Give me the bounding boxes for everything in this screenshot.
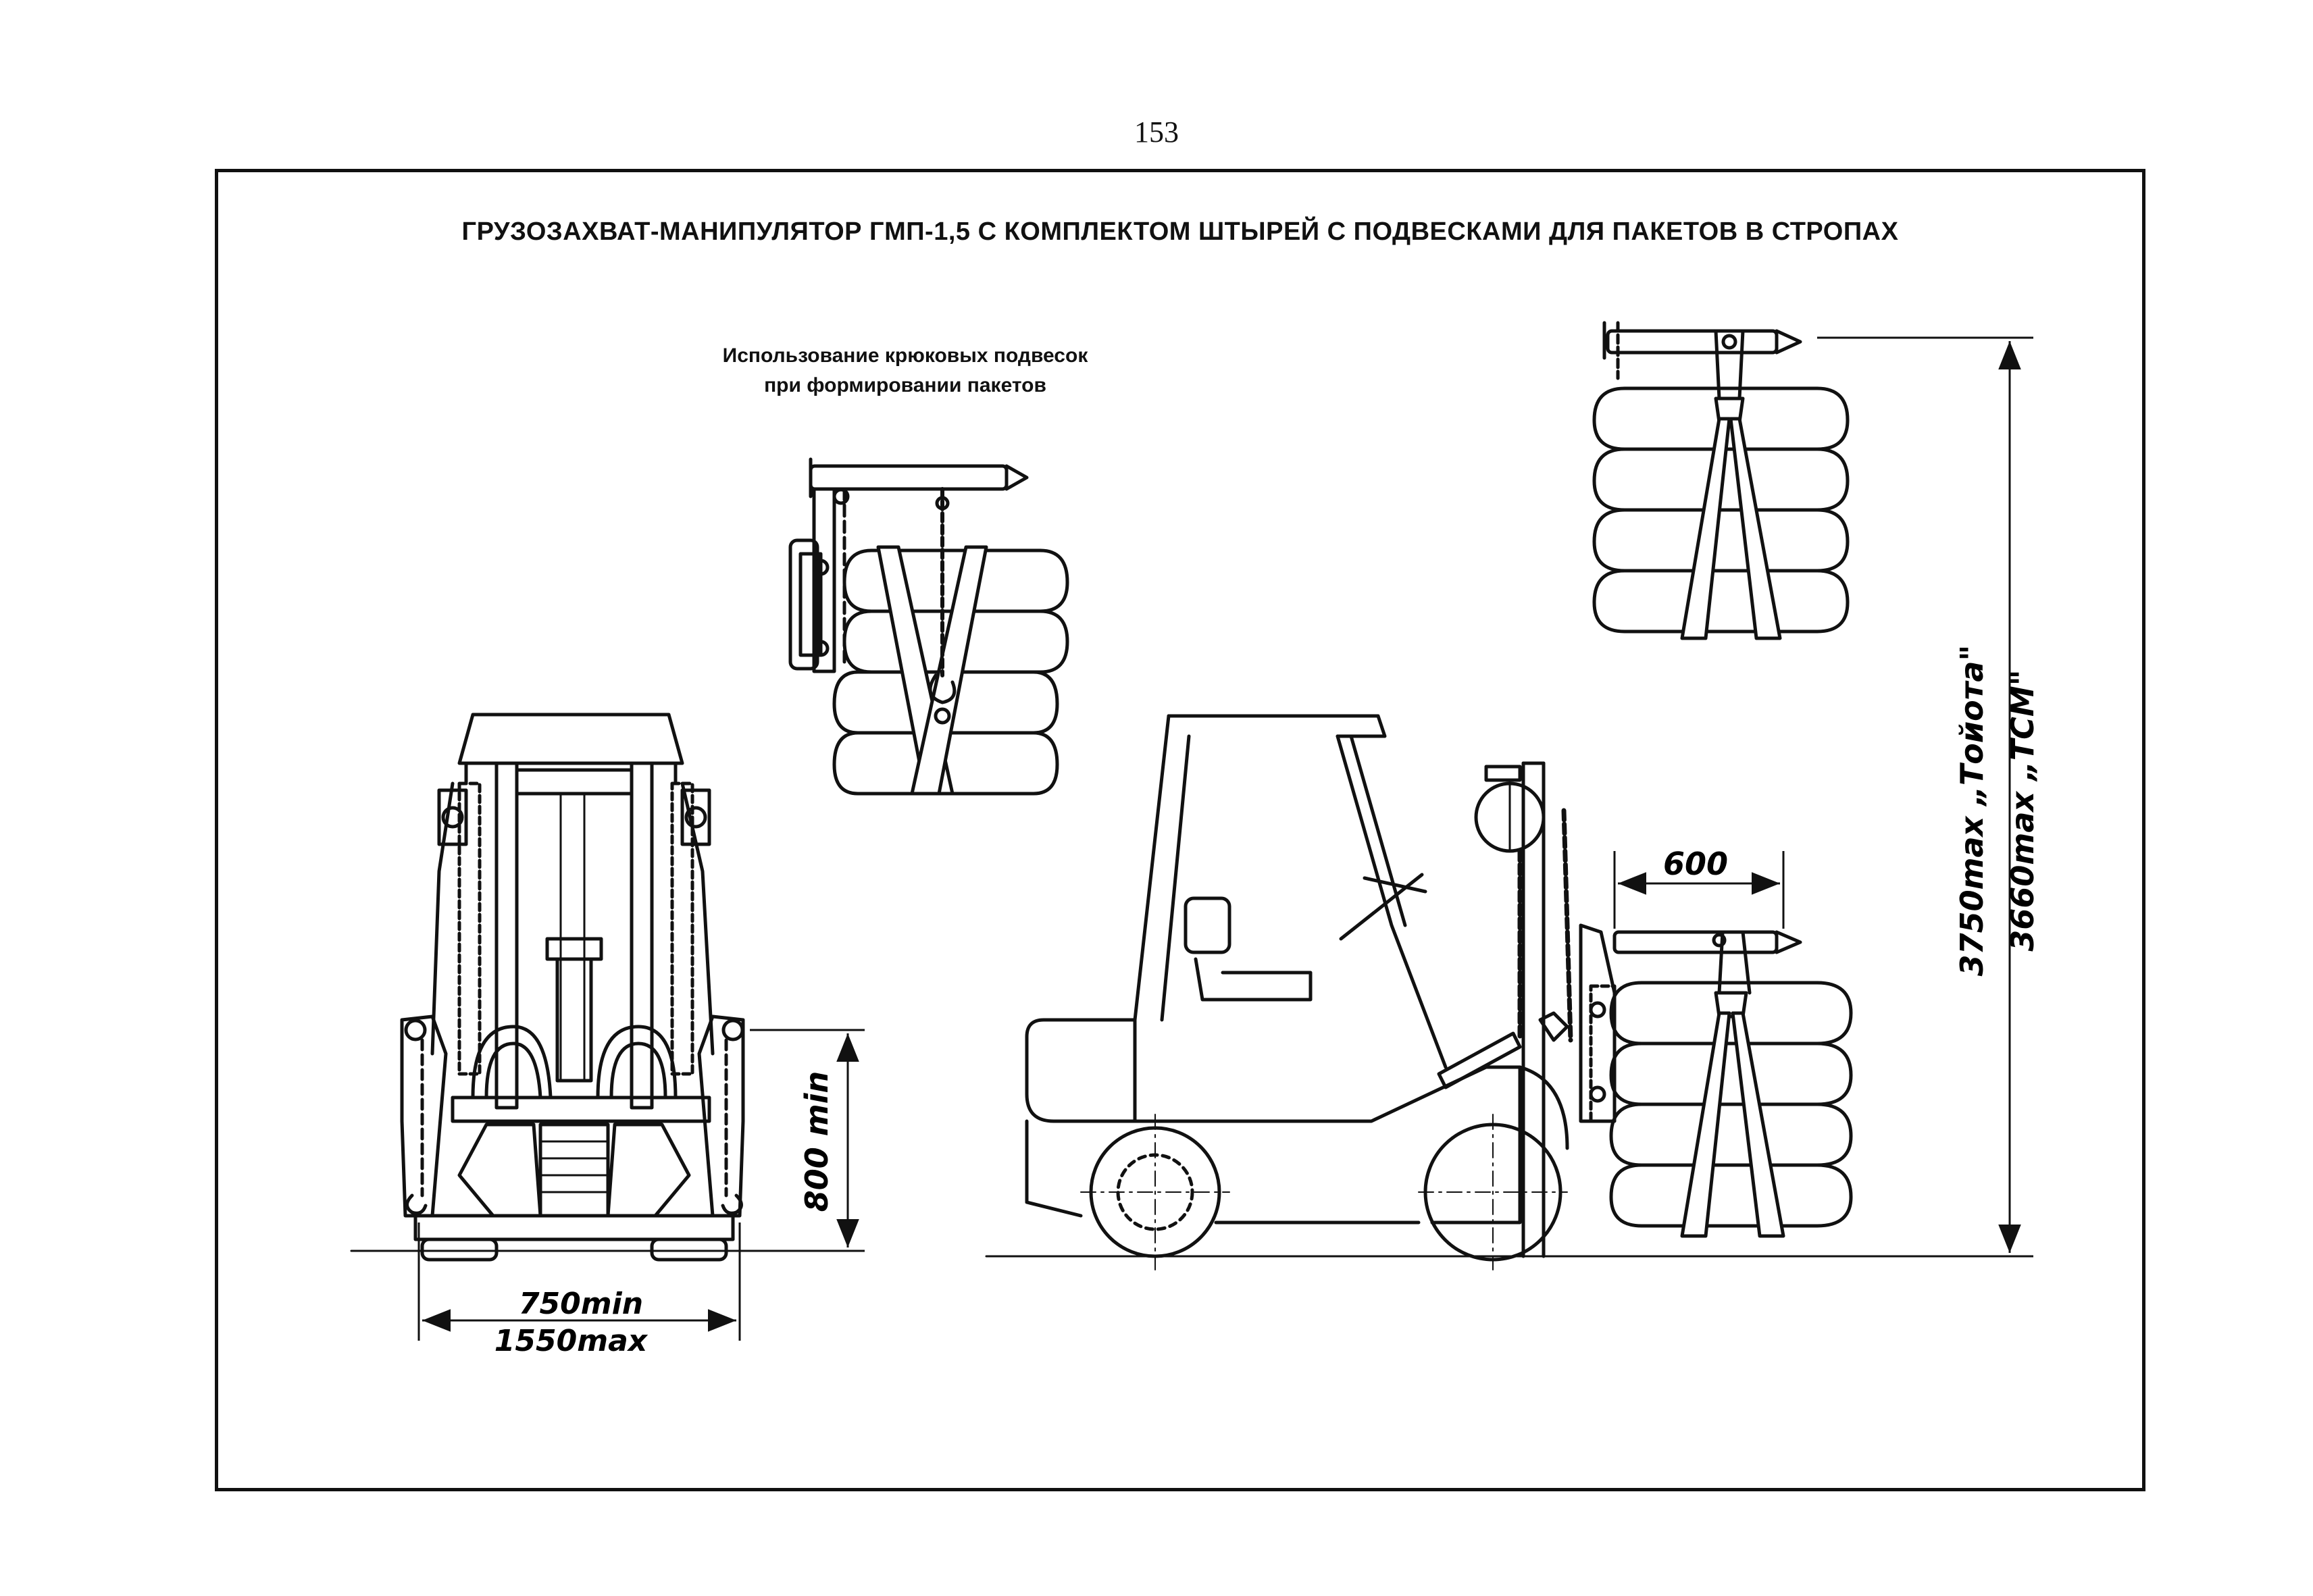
detail-caption-line-1: Использование крюковых подвесок (722, 344, 1088, 367)
front-view (350, 713, 812, 1262)
dimension-label-800-min: 800 min (798, 1071, 835, 1212)
dimension-label-width-min: 750min (519, 1287, 643, 1321)
dimension-label-600: 600 (1663, 846, 1728, 882)
drawing-title: ГРУЗОЗАХВАТ-МАНИПУЛЯТОР ГМП-1,5 С КОМПЛЕ… (461, 217, 1899, 246)
drawing-frame (215, 169, 2145, 1491)
detail-caption: Использование крюковых подвесок при форм… (608, 341, 1202, 401)
dimension-label-width-max: 1550max (494, 1324, 649, 1358)
side-view (985, 714, 2028, 1270)
dimension-width (417, 1222, 741, 1341)
dimension-800-min (750, 1029, 865, 1252)
detail-caption-line-2: при формировании пакетов (764, 374, 1046, 396)
lifted-package (1592, 321, 1850, 640)
dimension-600 (1613, 851, 1785, 929)
dimension-height (1817, 336, 2033, 1258)
hook-suspension-detail (788, 457, 1069, 796)
dimension-label-height-tcm: 3660max „ТСМ" (2004, 669, 2041, 951)
dimension-label-height-toyota: 3750max „Тойота" (1954, 645, 1990, 977)
page-number: 153 (1134, 115, 1179, 149)
